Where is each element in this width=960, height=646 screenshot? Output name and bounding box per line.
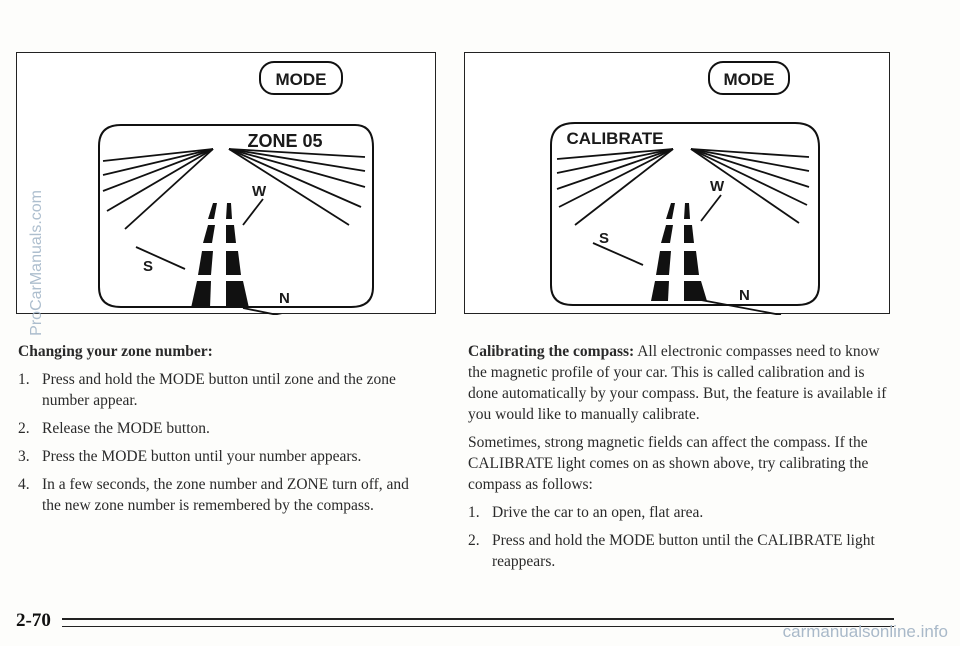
- list-item: 3.Press the MODE button until your numbe…: [18, 448, 362, 465]
- north-label: N: [739, 287, 750, 304]
- west-line: [242, 198, 264, 226]
- compass-zone-figure: MODE ZONE 05 W: [16, 52, 436, 315]
- calibration-paragraph: Sometimes, strong magnetic fields can af…: [468, 434, 869, 493]
- mode-button: [259, 61, 343, 95]
- compass-rays-right: [228, 148, 366, 226]
- calibration-steps-list: 1.Drive the car to an open, flat area. 2…: [468, 502, 888, 572]
- calibration-intro: Calibrating the compass: All electronic …: [468, 343, 887, 423]
- compass-zone-illustration: MODE ZONE 05 W: [98, 61, 374, 315]
- zone-steps-list: 1.Press and hold the MODE button until z…: [18, 369, 428, 516]
- south-line: [592, 242, 644, 266]
- list-item: 2.Release the MODE button.: [18, 420, 210, 437]
- bottom-watermark: carmanualsonline.info: [782, 622, 948, 641]
- list-item: 1.Drive the car to an open, flat area.: [468, 504, 704, 521]
- south-label: S: [599, 230, 609, 247]
- list-item: 1.Press and hold the MODE button until z…: [18, 371, 396, 409]
- zone-instructions: Changing your zone number: 1.Press and h…: [18, 341, 428, 523]
- list-item: 4.In a few seconds, the zone number and …: [18, 476, 409, 514]
- road-perspective: [651, 203, 707, 301]
- north-line: [700, 299, 782, 315]
- north-label: N: [279, 290, 290, 307]
- list-item: 2.Press and hold the MODE button until t…: [468, 532, 875, 570]
- west-label: W: [252, 183, 267, 200]
- calibration-instructions: Calibrating the compass: All electronic …: [468, 341, 888, 579]
- road-perspective: [191, 203, 249, 308]
- calibrate-indicator: CALIBRATE: [567, 129, 664, 148]
- compass-calibrate-illustration: MODE CALIBRATE W: [550, 61, 820, 315]
- west-line: [700, 194, 722, 222]
- zone-heading: Changing your zone number:: [18, 343, 213, 360]
- north-line: [242, 307, 283, 315]
- side-watermark: ProCarManuals.com: [28, 190, 45, 336]
- mode-button-label: MODE: [724, 70, 775, 89]
- mode-button: [708, 61, 790, 95]
- south-label: S: [143, 258, 153, 275]
- mode-button-label: MODE: [276, 70, 327, 89]
- calibration-heading: Calibrating the compass:: [468, 343, 635, 360]
- compass-rays-right: [690, 148, 810, 224]
- west-label: W: [710, 178, 725, 195]
- south-line: [135, 246, 186, 270]
- page-number: 2-70: [16, 610, 51, 631]
- compass-rays-left: [556, 148, 674, 226]
- zone-indicator: ZONE 05: [247, 131, 322, 151]
- compass-calibrate-figure: MODE CALIBRATE W: [464, 52, 890, 315]
- compass-rays-left: [102, 148, 214, 230]
- footer-rule: [62, 618, 894, 627]
